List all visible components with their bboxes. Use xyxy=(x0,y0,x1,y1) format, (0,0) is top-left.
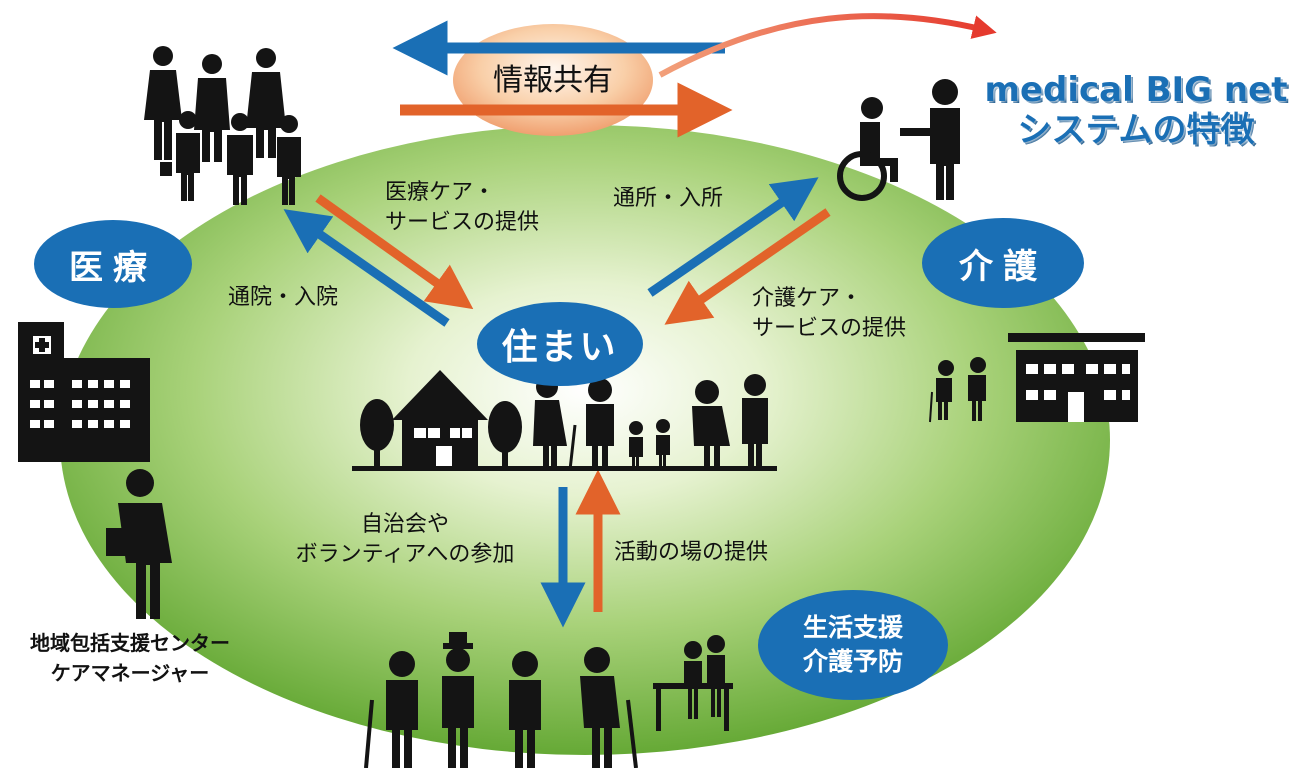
flow-community-participation: 自治会や ボランティアへの参加 xyxy=(262,510,548,570)
wheelchair-caregiver-icon xyxy=(837,79,960,201)
community-center-line-2: ケアマネージャー xyxy=(50,661,210,685)
info-sharing-label: 情報共有 xyxy=(493,63,613,98)
care-service-arrow xyxy=(664,208,831,325)
brand-link-arrow xyxy=(658,13,997,78)
node-support-line-1: 生活支援 xyxy=(802,613,903,642)
community-center-line-1: 地域包括支援センター xyxy=(30,631,230,655)
tree-icon xyxy=(360,399,522,469)
elderly-group-icon xyxy=(364,632,638,768)
elderly-pair-icon xyxy=(929,357,986,423)
flow-hospital-visit: 通院・入院 xyxy=(228,285,339,310)
flow-medical-care-service-line-2: サービスの提供 xyxy=(385,210,540,235)
node-care: 介護 xyxy=(922,218,1084,308)
flow-care-service: 介護ケア・ サービスの提供 xyxy=(752,284,906,344)
brand-line-2: システムの特徴 xyxy=(1017,109,1256,151)
care-facility-icon xyxy=(1008,333,1145,422)
flow-care-service-line-2: サービスの提供 xyxy=(752,316,907,341)
node-support: 生活支援 介護予防 xyxy=(758,590,948,700)
node-home: 住まい xyxy=(477,302,643,386)
node-support-line-2: 介護予防 xyxy=(802,647,903,676)
care-manager-icon xyxy=(106,469,172,619)
brand-title: medical BIG net システムの特徴 xyxy=(977,69,1295,151)
medical-staff-icon xyxy=(144,46,301,205)
hospital-visit-arrow xyxy=(283,209,450,327)
hospital-building-icon xyxy=(18,322,150,462)
ground-line xyxy=(352,466,777,471)
node-medical: 医療 xyxy=(34,220,192,308)
medical-service-arrow xyxy=(315,194,474,310)
flow-facility-visit: 通所・入所 xyxy=(613,186,724,211)
rehab-support-icon xyxy=(653,635,733,731)
flow-medical-care-service-line-1: 医療ケア・ xyxy=(385,180,496,205)
brand-line-1: medical BIG net xyxy=(984,69,1289,111)
family-icon xyxy=(533,374,768,471)
flow-care-service-line-1: 介護ケア・ xyxy=(752,286,863,311)
community-center-caption: 地域包括支援センター ケアマネージャー xyxy=(10,628,250,688)
house-icon xyxy=(392,370,488,468)
flow-community-participation-line-2: ボランティアへの参加 xyxy=(295,542,515,567)
flow-medical-care-service: 医療ケア・ サービスの提供 xyxy=(385,178,539,238)
facility-visit-arrow xyxy=(647,177,819,297)
flow-activity-place: 活動の場の提供 xyxy=(614,540,769,565)
flow-community-participation-line-1: 自治会や xyxy=(360,512,449,537)
